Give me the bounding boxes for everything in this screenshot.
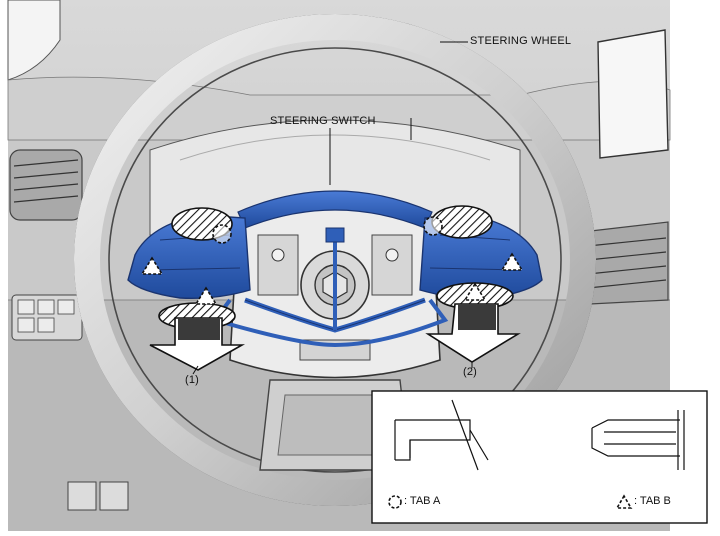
steering-wheel-label: STEERING WHEEL	[470, 35, 572, 47]
tab-b-marker-pod-right	[500, 252, 524, 271]
tab-a-marker-left	[212, 224, 232, 244]
right-air-vent	[581, 221, 669, 305]
tab-a-marker-right	[423, 216, 443, 236]
tab-a-legend-label: : TAB A	[404, 495, 441, 507]
tab-b-symbol-icon	[615, 494, 633, 509]
down-arrow-icon	[425, 303, 521, 363]
lower-switches	[67, 481, 129, 511]
detail-inset	[371, 390, 708, 524]
tab-b-legend-label: : TAB B	[634, 495, 671, 507]
leader-lines	[192, 41, 473, 375]
left-switch-panel	[11, 294, 83, 341]
tab-a-detail-drawing	[394, 399, 489, 471]
left-air-vent	[9, 149, 83, 221]
center-display	[597, 29, 669, 159]
tab-a-symbol-icon	[388, 495, 402, 509]
tab-b-detail-drawing	[591, 410, 685, 470]
step-1-label: (1)	[185, 374, 200, 386]
instrument-cluster	[149, 119, 521, 236]
steering-switch-label: STEERING SWITCH	[270, 115, 376, 127]
step-2-label: (2)	[463, 366, 478, 378]
tab-b-marker-pod-left	[140, 256, 164, 275]
down-arrow-icon	[149, 317, 246, 371]
